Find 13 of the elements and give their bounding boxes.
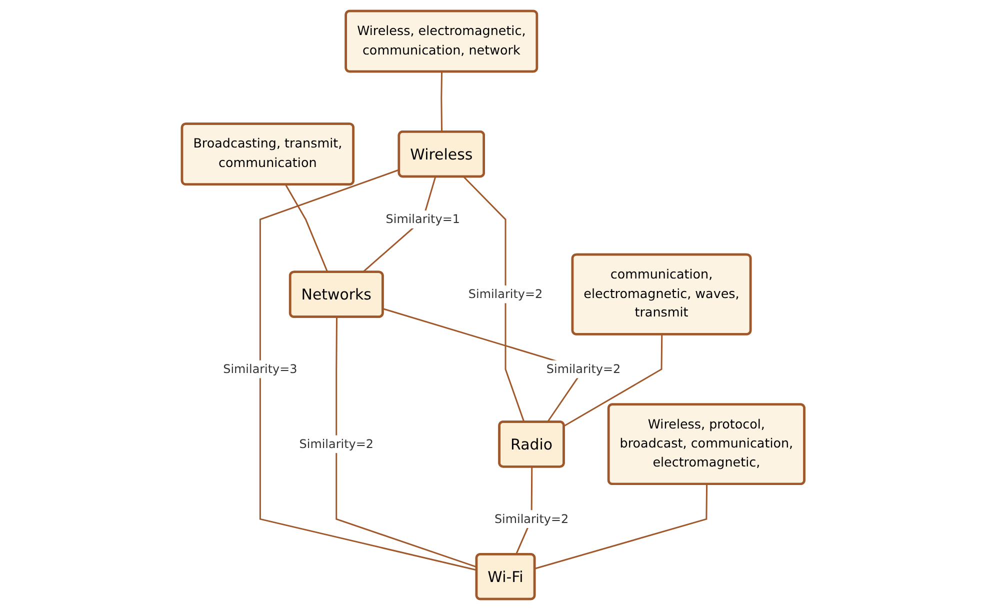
edge-label: Similarity=2 bbox=[299, 436, 374, 450]
connector bbox=[284, 184, 328, 272]
edge-label: Similarity=2 bbox=[546, 361, 620, 376]
connector bbox=[534, 484, 708, 569]
edge-label: Similarity=2 bbox=[494, 511, 568, 526]
connector bbox=[463, 176, 525, 422]
edge-label: Similarity=2 bbox=[468, 286, 542, 301]
connector bbox=[335, 316, 477, 568]
connector bbox=[440, 71, 442, 132]
connector bbox=[259, 168, 477, 570]
edge-label: Similarity=1 bbox=[386, 211, 460, 226]
edge-label: Similarity=3 bbox=[222, 361, 298, 376]
connector bbox=[564, 334, 662, 426]
